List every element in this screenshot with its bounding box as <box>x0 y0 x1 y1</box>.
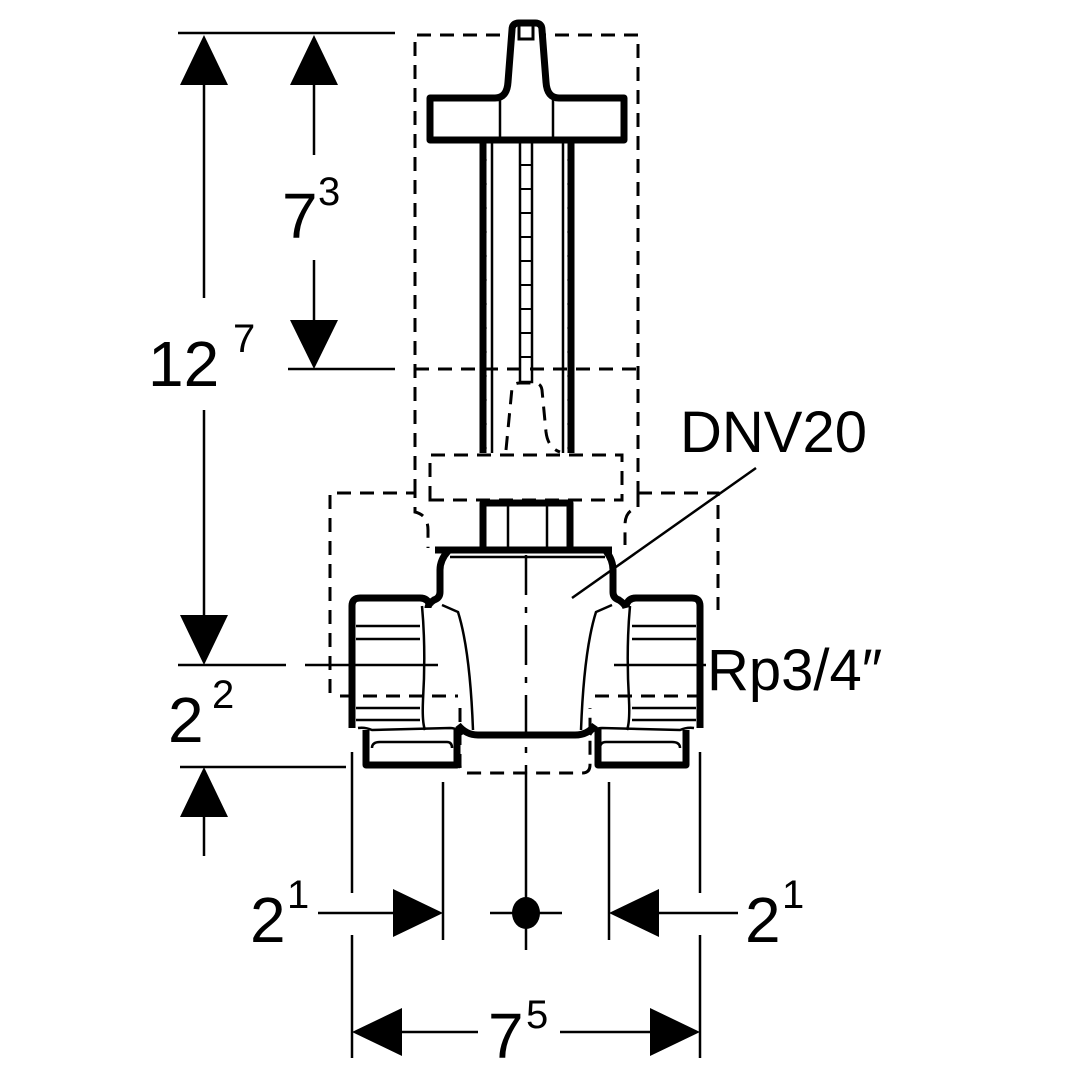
left-port-inner-edge <box>420 605 427 731</box>
actuator-clearance-outline <box>328 491 430 693</box>
dimension-total-height: 12 7 <box>148 31 395 665</box>
thread-tooth <box>483 395 487 405</box>
dimension-port-offset: 2 2 <box>168 663 346 856</box>
thread-tooth <box>483 419 487 429</box>
left-port <box>348 594 464 769</box>
dimension-total-width: 7 5 <box>352 993 700 1072</box>
right-port-bottom-ring <box>598 740 682 749</box>
arrow-right-icon <box>650 1008 700 1056</box>
thread-tooth <box>483 323 487 333</box>
total-height-superscript: 7 <box>233 317 255 361</box>
thread-label: Rp3/4″ <box>707 638 882 703</box>
left-port-depth-value: 2 <box>250 884 286 956</box>
right-port-inner-edge <box>625 605 632 731</box>
thread-tooth <box>483 299 487 309</box>
dimension-handle-height: 7 3 <box>282 35 395 371</box>
thread-tooth <box>483 251 487 261</box>
thread-tooth <box>483 347 487 357</box>
stem-thread-teeth <box>483 155 571 453</box>
thread-tooth <box>483 371 487 381</box>
thread-tooth <box>483 179 487 189</box>
left-port-nut <box>348 594 434 728</box>
arrow-down-icon <box>290 320 338 369</box>
dimension-left-port-depth: 2 1 <box>250 873 443 956</box>
thread-tooth <box>567 371 571 381</box>
bonnet-hex <box>479 499 574 554</box>
thread-tooth <box>483 275 487 285</box>
dimension-right-port-depth: 2 1 <box>609 873 804 956</box>
actuator-clearance-outline-right <box>638 491 720 610</box>
thread-tooth <box>567 275 571 285</box>
left-port-bottom-nut <box>362 728 461 769</box>
total-width-superscript: 5 <box>526 993 548 1037</box>
spindle-dashed-tip <box>504 381 561 454</box>
model-label: DNV20 <box>680 400 867 465</box>
thread-tooth <box>567 227 571 237</box>
handle-clearance-outline <box>413 33 640 493</box>
arrow-down-icon <box>180 615 228 665</box>
bonnet-clearance-outline <box>428 453 624 502</box>
arrow-up-icon <box>180 35 228 85</box>
right-port-depth-value: 2 <box>745 884 781 956</box>
center-point-icon <box>512 897 540 929</box>
handle-height-superscript: 3 <box>318 170 340 214</box>
right-port-bottom-nut <box>594 728 690 769</box>
port-offset-superscript: 2 <box>212 673 234 717</box>
thread-tooth <box>567 419 571 429</box>
body-outline-right <box>603 548 630 610</box>
thread-tooth <box>567 155 571 165</box>
thread-tooth <box>567 179 571 189</box>
thread-tooth <box>567 203 571 213</box>
axes <box>305 555 706 800</box>
left-port-bottom-ring <box>370 740 454 749</box>
body-outline-left <box>424 548 451 609</box>
handle-top-square <box>517 23 535 41</box>
handle-grip <box>426 19 628 144</box>
actuator-clearance-outline-right-inner <box>623 493 640 545</box>
bottom-extension-lines <box>350 752 702 1058</box>
spindle-rungs <box>520 164 532 358</box>
body-waist-right <box>579 603 613 731</box>
left-port-skirt <box>357 726 464 736</box>
thread-tooth <box>483 155 487 165</box>
stem <box>479 140 575 453</box>
arrow-left-icon <box>352 1008 402 1056</box>
right-port-skirt <box>588 726 695 736</box>
thread-tooth <box>483 227 487 237</box>
model-leader-line <box>571 466 757 600</box>
arrow-right-icon <box>393 889 443 937</box>
handwheel <box>426 19 628 144</box>
right-port <box>588 594 704 769</box>
body-waist-left <box>441 603 475 731</box>
thread-tooth <box>483 443 487 453</box>
total-width-value: 7 <box>488 1000 524 1072</box>
thread-tooth <box>567 251 571 261</box>
thread-tooth <box>567 347 571 357</box>
right-port-depth-superscript: 1 <box>782 873 804 917</box>
thread-tooth <box>567 443 571 453</box>
clearance-outlines <box>328 33 720 775</box>
bonnet-nut <box>435 499 612 559</box>
handle-height-value: 7 <box>282 180 318 252</box>
port-offset-value: 2 <box>168 684 204 756</box>
arrow-up-icon <box>180 767 228 817</box>
thread-tooth <box>567 395 571 405</box>
thread-tooth <box>567 323 571 333</box>
arrow-left-icon <box>609 889 659 937</box>
total-height-value: 12 <box>148 328 219 400</box>
right-port-nut <box>622 594 704 728</box>
thread-tooth <box>483 203 487 213</box>
left-port-depth-superscript: 1 <box>287 873 309 917</box>
arrow-up-icon <box>290 35 338 85</box>
thread-tooth <box>567 299 571 309</box>
